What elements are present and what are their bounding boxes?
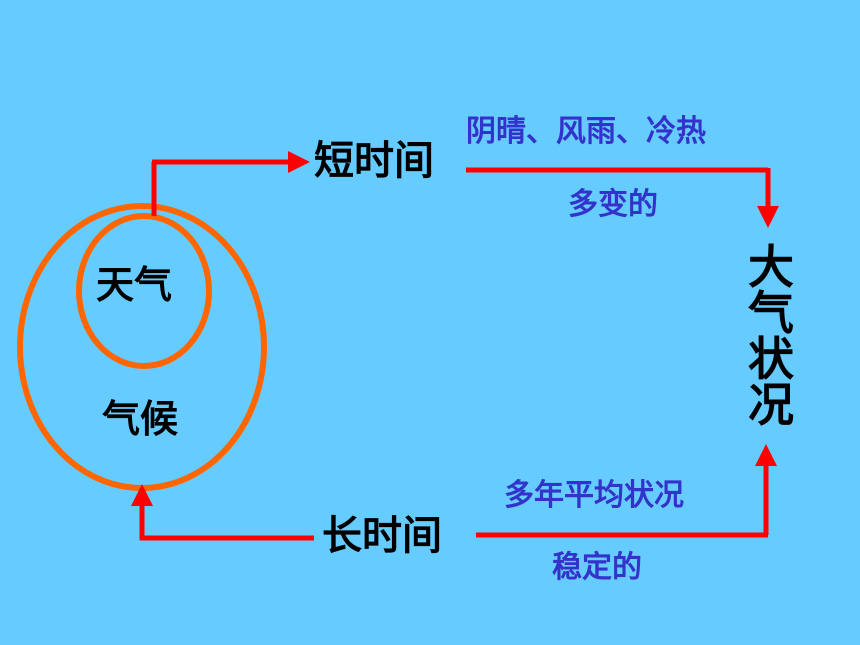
bottom-path-trait: 稳定的 [552,550,642,585]
inner-circle-weather [76,213,212,369]
top-arrowhead [288,151,310,173]
outer-circle-label: 气候 [102,397,179,441]
bottom-right-arrowhead [755,444,777,466]
outer-circle-climate [17,203,267,491]
bottom-path-description: 多年平均状况 [504,478,684,513]
bottom-path-label: 长时间 [322,513,442,559]
top-path-description: 阴晴、风雨、冷热 [466,114,706,149]
inner-circle-label: 天气 [96,263,173,307]
bottom-left-arrowhead [131,484,153,506]
top-path-label: 短时间 [314,138,434,184]
top-path-trait: 多变的 [568,187,658,222]
top-right-arrowhead [757,206,779,228]
target-label: 大气状况 [748,240,794,432]
